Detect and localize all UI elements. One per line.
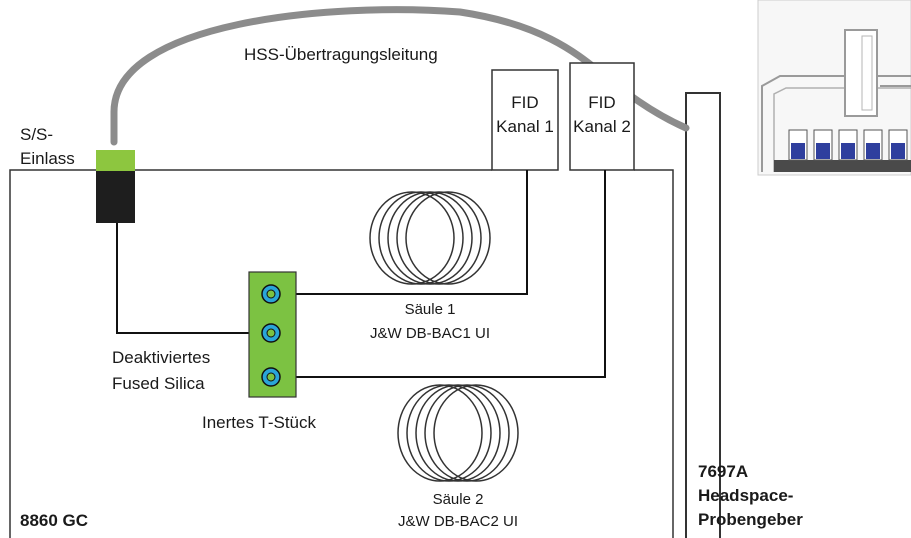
- tee-fitting-top: [261, 284, 281, 304]
- fid-1-line1: FID: [511, 93, 538, 112]
- fid-channel-2: FID Kanal 2: [569, 62, 635, 171]
- column-1-name: Säule 1: [405, 301, 456, 318]
- fid-1-line2: Kanal 1: [496, 117, 554, 136]
- column-2-name: Säule 2: [433, 491, 484, 508]
- fid-2-line1: FID: [588, 93, 615, 112]
- sampler-outline: [685, 92, 721, 538]
- fid-2-line2: Kanal 2: [573, 117, 631, 136]
- column-1-model: J&W DB-BAC1 UI: [370, 325, 490, 342]
- vial-row: [788, 129, 908, 161]
- column-2-coil: [397, 384, 519, 482]
- gc-oven-outline: [9, 169, 674, 538]
- inlet-label-line1: S/S-: [20, 125, 53, 144]
- inlet: [96, 150, 135, 223]
- fid-channel-1: FID Kanal 1: [491, 69, 559, 171]
- column-2-model: J&W DB-BAC2 UI: [398, 513, 518, 530]
- sampler-label-line2: Headspace-: [698, 486, 793, 505]
- column-1-coil: [369, 191, 491, 285]
- sampler-label-line3: Probengeber: [698, 510, 803, 529]
- column-1-line: [282, 170, 528, 295]
- deactivated-label-line1: Deaktiviertes: [112, 348, 210, 367]
- sampler-device-picture: [757, 0, 911, 176]
- deactivated-label-line2: Fused Silica: [112, 374, 205, 393]
- transfer-line-label: HSS-Übertragungsleitung: [244, 45, 438, 64]
- sampler-label-line1: 7697A: [698, 462, 748, 481]
- tee-label: Inertes T-Stück: [202, 413, 317, 432]
- column-2-line: [282, 170, 606, 378]
- tee-fitting-middle: [261, 323, 281, 343]
- tee-fitting-bottom: [261, 367, 281, 387]
- inlet-body: [96, 171, 135, 223]
- deactivated-silica-line: [116, 223, 256, 334]
- inlet-label-line2: Einlass: [20, 149, 75, 168]
- inert-tee: [248, 271, 297, 398]
- gc-label: 8860 GC: [20, 511, 88, 530]
- inlet-green-cap: [96, 150, 135, 171]
